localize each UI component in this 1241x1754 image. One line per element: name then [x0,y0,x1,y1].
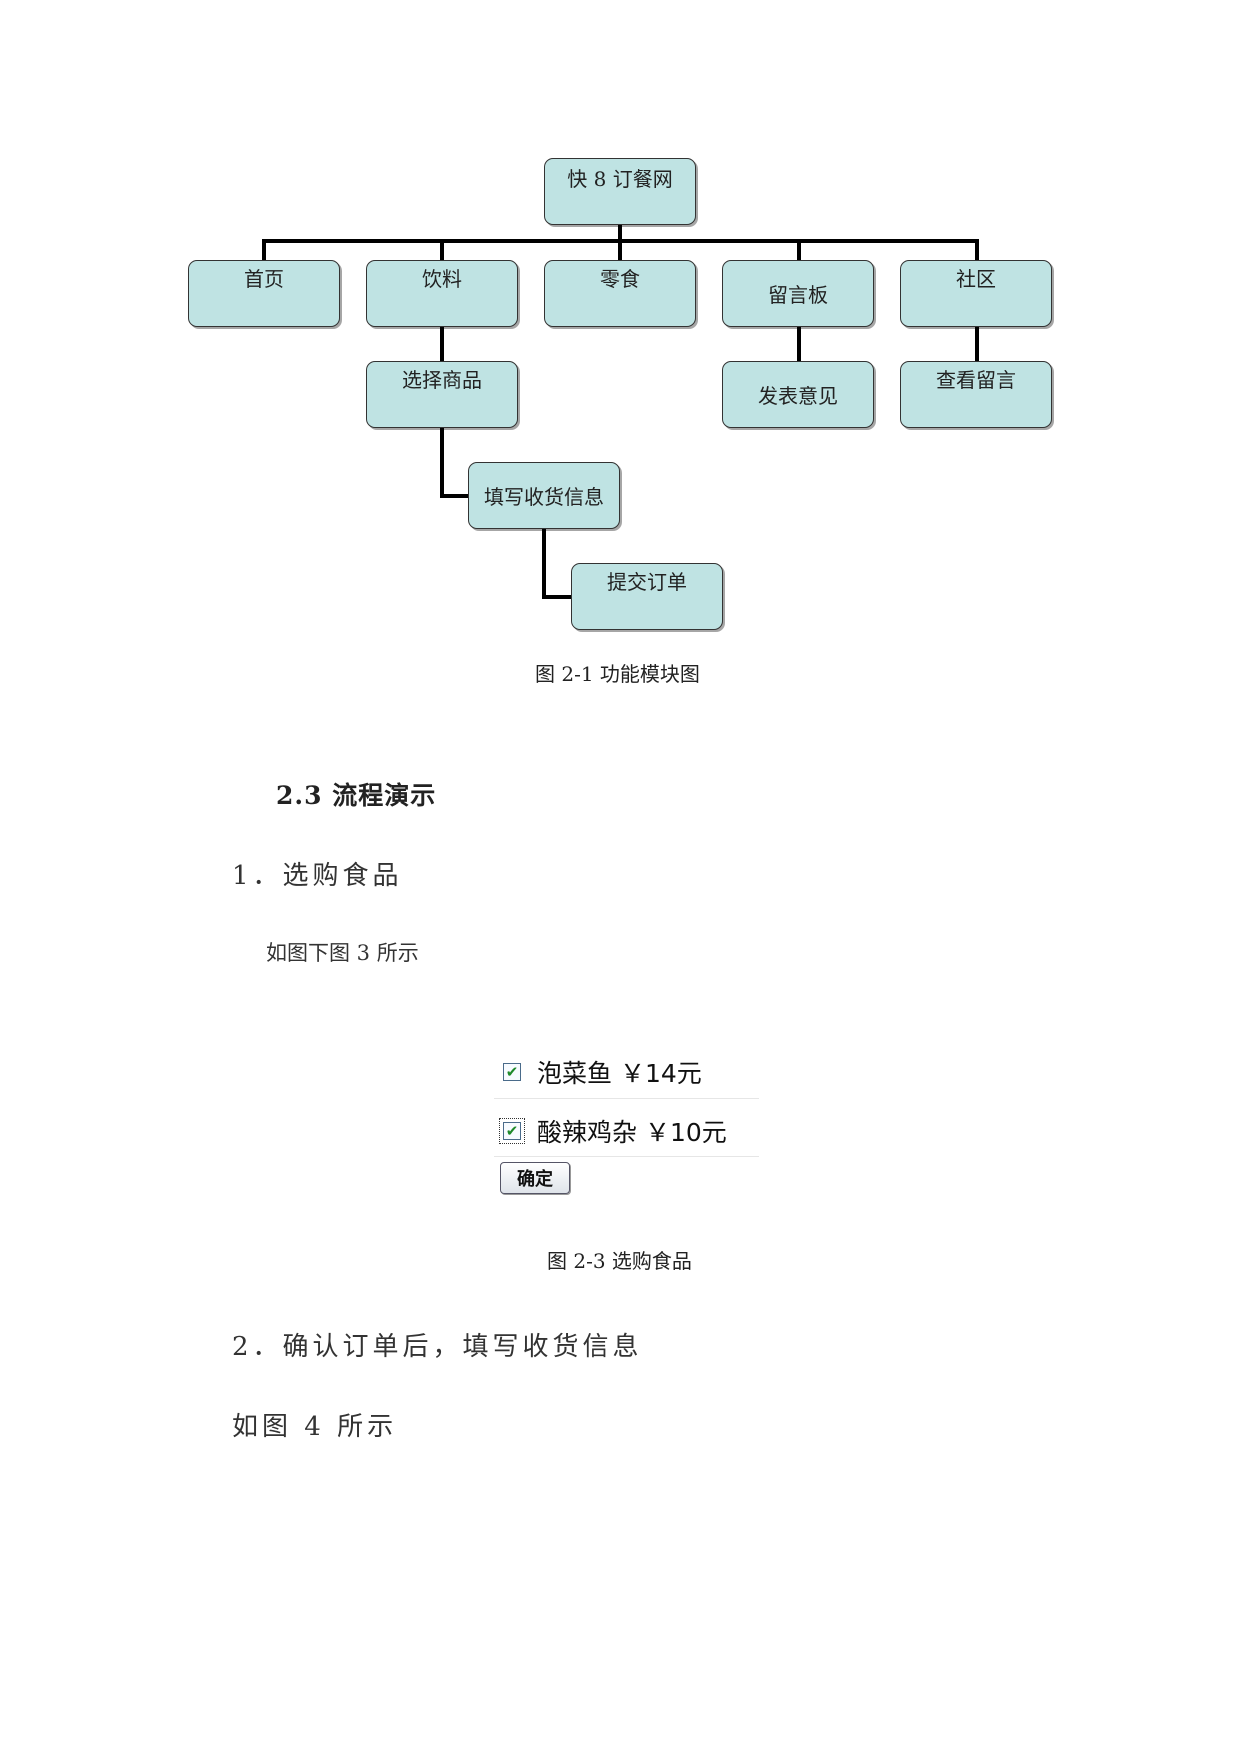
node-home: 首页 [188,260,340,327]
node-post-opinion: 发表意见 [722,361,874,428]
connector [440,327,444,361]
connector [440,239,444,261]
node-view-messages: 查看留言 [900,361,1052,428]
node-drinks: 饮料 [366,260,518,327]
node-root: 快 8 订餐网 [544,158,696,225]
food-option-row: ✔ 泡菜鱼 ￥14元 [503,1054,702,1090]
step-1-title: 1．选购食品 [232,861,403,891]
food-option-row: ✔ 酸辣鸡杂 ￥10元 [499,1113,727,1149]
connector [618,225,622,242]
connector [975,327,979,361]
node-message-board: 留言板 [722,260,874,327]
connector [440,427,444,497]
connector [797,239,801,261]
connector [975,239,979,261]
step-2-title: 2．确认订单后，填写收货信息 [232,1332,643,1362]
checkbox[interactable]: ✔ [499,1118,525,1144]
confirm-button[interactable]: 确定 [500,1162,570,1194]
step-2-note: 如图 4 所示 [232,1412,398,1442]
step-1-note: 如图下图 3 所示 [266,941,419,965]
connector [797,327,801,361]
divider [494,1156,759,1157]
figure-caption-2-3: 图 2-3 选购食品 [547,1249,692,1273]
connector [262,239,266,261]
node-submit-order: 提交订单 [571,563,723,630]
figure-caption-2-1: 图 2-1 功能模块图 [535,662,700,686]
food-option-label: 酸辣鸡杂 ￥10元 [537,1118,727,1147]
divider [494,1098,759,1099]
node-community: 社区 [900,260,1052,327]
connector [542,595,572,599]
connector [618,239,622,261]
connector [542,528,546,598]
node-select-goods: 选择商品 [366,361,518,428]
node-fill-delivery-info: 填写收货信息 [468,462,620,529]
connector [440,494,468,498]
node-snacks: 零食 [544,260,696,327]
food-option-label: 泡菜鱼 ￥14元 [537,1059,702,1088]
checkbox[interactable]: ✔ [503,1063,521,1081]
section-title: 2.3 流程演示 [276,781,437,810]
